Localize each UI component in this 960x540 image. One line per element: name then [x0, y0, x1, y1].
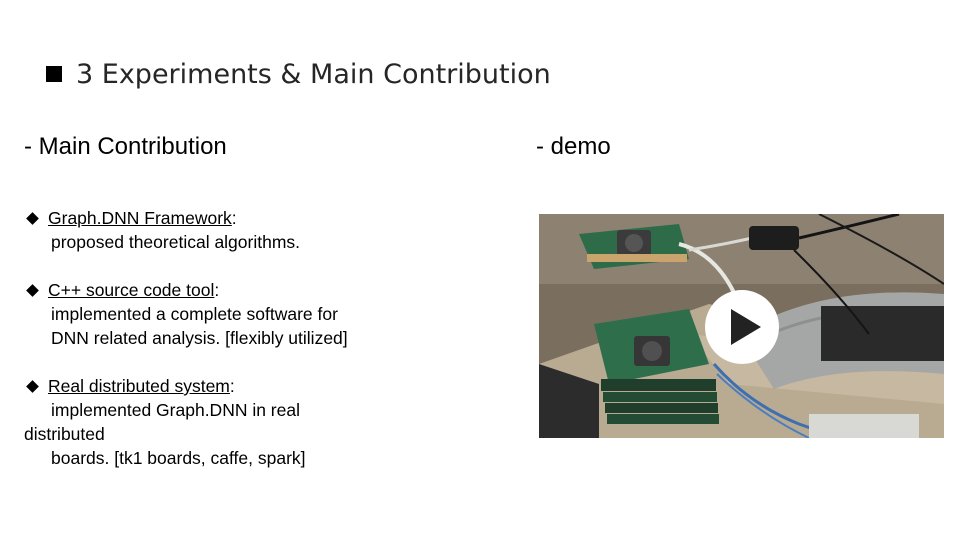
list-item: C++ source code tool: implemented a comp… [24, 278, 444, 350]
diamond-bullet-icon [26, 211, 39, 225]
item-title: Graph.DNN Framework [48, 208, 232, 228]
item-line: distributed [24, 424, 105, 444]
item-colon: : [231, 208, 237, 228]
demo-heading: - demo [536, 133, 611, 160]
item-title: Real distributed system [48, 376, 230, 396]
item-line: DNN related analysis. [flexibly utilized… [51, 328, 348, 348]
diamond-bullet-icon [26, 379, 39, 393]
contribution-list: Graph.DNN Framework: proposed theoretica… [24, 206, 444, 494]
diamond-bullet-icon [26, 283, 39, 297]
item-colon: : [229, 376, 235, 396]
list-item: Graph.DNN Framework: proposed theoretica… [24, 206, 444, 254]
main-contribution-heading: - Main Contribution [24, 133, 227, 160]
play-icon [731, 309, 761, 345]
slide-title: 3 Experiments & Main Contribution [76, 58, 551, 90]
video-frame [539, 214, 944, 438]
title-row: 3 Experiments & Main Contribution [46, 54, 551, 94]
item-line: boards. [tk1 boards, caffe, spark] [51, 448, 306, 468]
item-colon: : [214, 280, 220, 300]
list-item: Real distributed system: implemented Gra… [24, 374, 444, 470]
square-bullet-icon [46, 66, 62, 82]
item-line: implemented a complete software for [51, 304, 338, 324]
demo-video[interactable] [539, 214, 944, 438]
item-title: C++ source code tool [48, 280, 215, 300]
item-line: implemented Graph.DNN in real [51, 400, 300, 420]
item-line: proposed theoretical algorithms. [51, 232, 301, 252]
